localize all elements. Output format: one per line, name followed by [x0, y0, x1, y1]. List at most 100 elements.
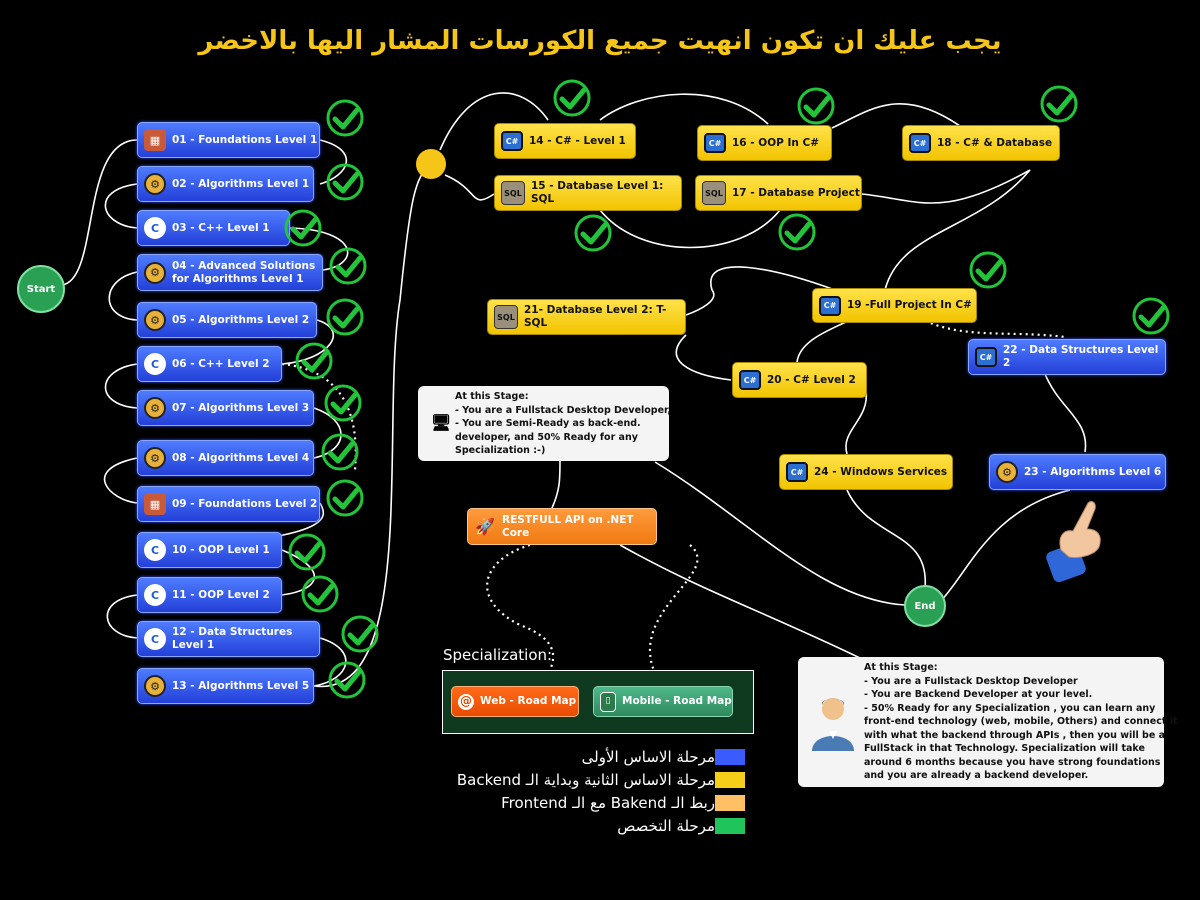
connector — [599, 209, 781, 249]
csharp-icon: C# — [909, 133, 931, 153]
circuit-chip-icon: ⚙ — [144, 397, 166, 419]
check-icon — [1040, 85, 1078, 123]
check-icon — [326, 479, 364, 517]
hub-node — [416, 149, 446, 179]
connector — [104, 183, 138, 229]
dotted-connector — [486, 543, 555, 687]
course-16[interactable]: C#16 - OOP In C# — [697, 125, 832, 161]
desktop-dev-icon: 🖥 — [430, 413, 452, 433]
legend-item: مرحلة التخصص — [609, 817, 745, 835]
course-22[interactable]: C#22 - Data Structures Level 2 — [968, 339, 1166, 375]
check-icon — [326, 298, 364, 336]
connector — [619, 544, 861, 659]
note-line: Specialization :-) — [455, 445, 546, 456]
check-icon — [1132, 297, 1170, 335]
circuit-chip-icon: ⚙ — [144, 261, 166, 284]
mobile-roadmap-button[interactable]: ▯Mobile - Road Map — [593, 686, 733, 717]
legend-swatch — [715, 749, 745, 765]
course-20[interactable]: C#20 - C# Level 2 — [732, 362, 867, 398]
check-icon — [324, 384, 362, 422]
course-24[interactable]: C#24 - Windows Services — [779, 454, 953, 490]
connector — [884, 169, 1031, 291]
start-node: Start — [17, 265, 65, 313]
legend-swatch — [715, 795, 745, 811]
check-icon — [301, 575, 339, 613]
stage-note-1: 🖥 At this Stage: - You are a Fullstack D… — [418, 386, 671, 461]
course-13[interactable]: ⚙13 - Algorithms Level 5 — [137, 668, 314, 704]
note-heading: At this Stage: — [864, 662, 938, 673]
legend-item: مرحلة الاساس الثانية وبداية الـ Backend — [449, 771, 745, 789]
connector — [108, 271, 138, 321]
course-18[interactable]: C#18 - C# & Database — [902, 125, 1060, 161]
cpp-icon: C — [144, 628, 166, 650]
sql-database-icon: SQL — [494, 305, 518, 329]
pointing-hand-icon — [1046, 501, 1101, 583]
circuit-chip-icon: ⚙ — [144, 447, 166, 469]
connector — [1044, 373, 1087, 453]
course-23[interactable]: ⚙23 - Algorithms Level 6 — [989, 454, 1166, 490]
csharp-icon: C# — [786, 462, 808, 482]
csharp-icon: C# — [975, 347, 997, 367]
course-05[interactable]: ⚙05 - Algorithms Level 2 — [137, 302, 317, 338]
diagram-title: يجب عليك ان تكون انهيت جميع الكورسات الم… — [198, 26, 1002, 56]
person-avatar-icon — [812, 698, 854, 751]
connector — [103, 457, 138, 504]
note-line: - You are Semi-Ready as back-end. — [455, 418, 641, 429]
course-19[interactable]: C#19 -Full Project In C# — [812, 288, 977, 323]
cpp-icon: C — [144, 217, 166, 239]
circuit-chip-icon: ⚙ — [144, 173, 166, 195]
cpp-icon: C — [144, 539, 166, 561]
note-line: developer, and 50% Ready for any — [455, 431, 638, 443]
course-01[interactable]: ▦01 - Foundations Level 1 — [137, 122, 320, 158]
specialization-label: Specialization: — [443, 646, 553, 664]
note-line: - You are Backend Developer at your leve… — [864, 689, 1093, 700]
note-line: front-end technology (web, mobile, Other… — [864, 716, 1178, 727]
connector — [846, 489, 926, 589]
check-icon — [328, 661, 366, 699]
course-08[interactable]: ⚙08 - Algorithms Level 4 — [137, 440, 314, 476]
brick-icon: ▦ — [144, 493, 166, 515]
connector — [796, 319, 851, 363]
web-roadmap-button[interactable]: @Web - Road Map — [451, 686, 579, 717]
course-14[interactable]: C#14 - C# - Level 1 — [494, 123, 636, 159]
rocket-icon: 🚀 — [475, 517, 495, 536]
connector — [444, 174, 495, 201]
circuit-chip-icon: ⚙ — [996, 461, 1018, 483]
csharp-icon: C# — [501, 131, 523, 151]
cpp-icon: C — [144, 584, 166, 606]
note-line: with what the backend through APIs , the… — [864, 729, 1166, 741]
restfull-api-course[interactable]: 🚀RESTFULL API on .NET Core — [467, 508, 657, 545]
circuit-chip-icon: ⚙ — [144, 675, 166, 697]
note-line: - 50% Ready for any Specialization , you… — [864, 702, 1156, 714]
circuit-chip-icon: ⚙ — [144, 309, 166, 331]
check-icon — [797, 87, 835, 125]
sql-database-icon: SQL — [501, 181, 525, 205]
course-09[interactable]: ▦09 - Foundations Level 2 — [137, 486, 320, 522]
check-icon — [778, 213, 816, 251]
check-icon — [284, 209, 322, 247]
sql-database-icon: SQL — [702, 181, 726, 205]
cpp-icon: C — [144, 353, 166, 375]
stage-note-2: At this Stage: - You are a Fullstack Des… — [798, 657, 1178, 787]
note-line: FullStack in that Technology. Specializa… — [864, 743, 1145, 754]
connector — [845, 389, 868, 455]
check-icon — [553, 79, 591, 117]
legend-swatch — [715, 818, 745, 834]
check-icon — [329, 247, 367, 285]
check-icon — [326, 99, 364, 137]
course-07[interactable]: ⚙07 - Algorithms Level 3 — [137, 390, 314, 426]
check-icon — [574, 214, 612, 252]
course-02[interactable]: ⚙02 - Algorithms Level 1 — [137, 166, 314, 202]
connector — [831, 103, 961, 129]
